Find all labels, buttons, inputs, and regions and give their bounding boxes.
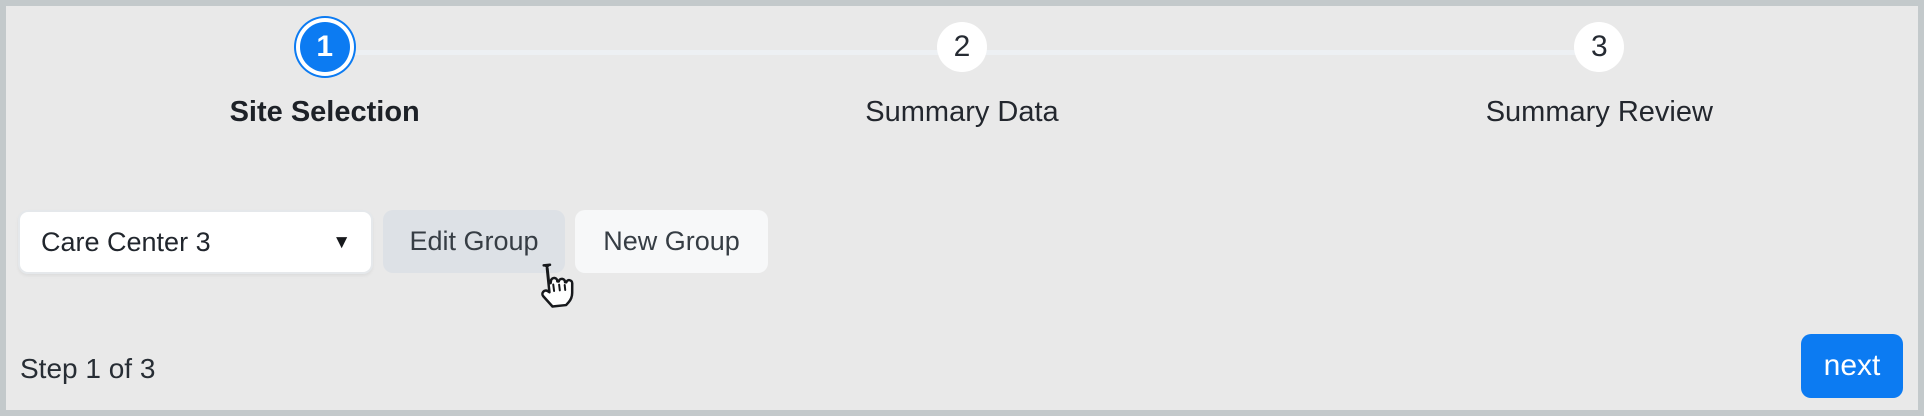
step-3-circle: 3 xyxy=(1574,22,1625,72)
step-1-label: Site Selection xyxy=(229,96,420,128)
next-button[interactable]: next xyxy=(1801,334,1903,398)
mouse-cursor-pointer-icon xyxy=(541,263,574,308)
step-indicator: Step 1 of 3 xyxy=(20,353,156,384)
site-select[interactable]: Care Center 3 ▼ xyxy=(18,210,373,274)
edit-group-button[interactable]: Edit Group xyxy=(383,210,565,273)
step-summary-review[interactable]: 3 Summary Review xyxy=(1281,15,1918,129)
new-group-button[interactable]: New Group xyxy=(575,210,768,273)
step-2-circle-wrap: 2 xyxy=(936,15,987,79)
step-2-circle: 2 xyxy=(936,22,987,72)
step-3-label: Summary Review xyxy=(1485,96,1713,128)
step-3-number: 3 xyxy=(1590,30,1608,63)
step-site-selection[interactable]: 1 Site Selection xyxy=(6,15,643,129)
site-select-value: Care Center 3 xyxy=(41,226,211,257)
stepper: 1 Site Selection 2 Summary Data 3 Summar… xyxy=(6,6,1918,129)
step-1-circle-wrap: 1 xyxy=(299,15,350,79)
step-2-label: Summary Data xyxy=(865,96,1059,128)
step-1-circle: 1 xyxy=(299,22,350,72)
step-1-number: 1 xyxy=(316,30,333,63)
chevron-down-icon: ▼ xyxy=(332,231,351,253)
step-2-number: 2 xyxy=(953,30,971,63)
step-3-circle-wrap: 3 xyxy=(1574,15,1625,79)
step-summary-data[interactable]: 2 Summary Data xyxy=(643,15,1280,129)
